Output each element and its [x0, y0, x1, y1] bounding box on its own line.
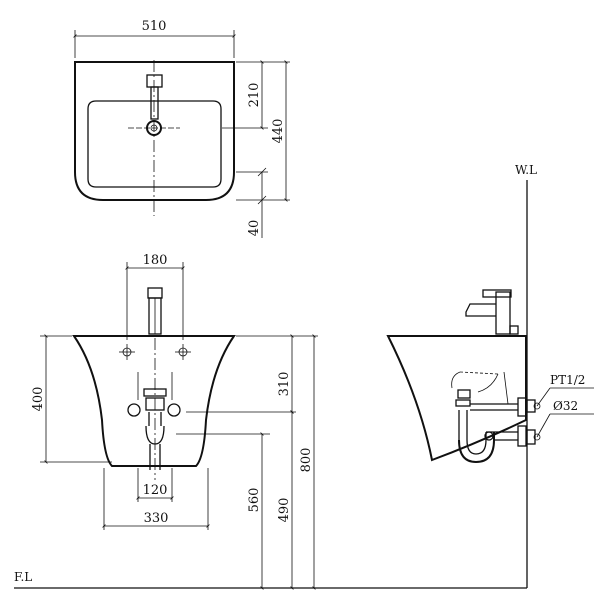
- front-basin-body: [72, 335, 236, 467]
- side-basin-body: [386, 335, 527, 462]
- top-faucet-body: [146, 74, 163, 88]
- dim-120: 120: [143, 483, 168, 498]
- supply-label: PT1/2: [550, 373, 585, 387]
- dim-560: 560: [247, 488, 262, 513]
- floor: F.L: [14, 570, 527, 589]
- dim-440: 440: [271, 119, 286, 144]
- side-plumbing: [451, 371, 527, 464]
- wall-label: W.L: [515, 163, 537, 177]
- mounting-hole-right: [175, 344, 191, 360]
- top-basin-outline: [74, 61, 235, 201]
- mounting-hole-left: [119, 344, 135, 360]
- front-drain-trap: [145, 412, 165, 470]
- wall-fittings: [526, 399, 541, 445]
- top-view: 510 210 440 40: [73, 19, 290, 238]
- drain-leader: [536, 413, 551, 438]
- dim-330: 330: [144, 511, 169, 526]
- dim-800: 800: [299, 448, 314, 473]
- dim-310: 310: [277, 372, 292, 397]
- front-view: 180 400 120 330 310 560 490 800: [31, 253, 318, 590]
- top-drain-outer: [146, 120, 162, 136]
- top-bowl-inner: [87, 100, 222, 188]
- floor-label: F.L: [14, 570, 32, 584]
- top-faucet-spout: [150, 86, 159, 120]
- dim-400: 400: [31, 387, 46, 412]
- side-faucet-body: [495, 291, 511, 335]
- dim-510: 510: [142, 19, 167, 34]
- supply-leader: [536, 387, 551, 407]
- side-faucet-handle: [482, 289, 512, 298]
- dim-210: 210: [247, 83, 262, 108]
- drain-label: Ø32: [553, 399, 578, 413]
- front-faucet-handle: [147, 287, 163, 299]
- angle-valves: [127, 372, 181, 417]
- dim-180: 180: [143, 253, 168, 268]
- dim-490: 490: [277, 498, 292, 523]
- side-faucet-spout: [465, 303, 496, 317]
- dim-40: 40: [247, 220, 262, 237]
- side-view: W.L: [386, 163, 594, 588]
- top-drain-inner: [150, 124, 158, 132]
